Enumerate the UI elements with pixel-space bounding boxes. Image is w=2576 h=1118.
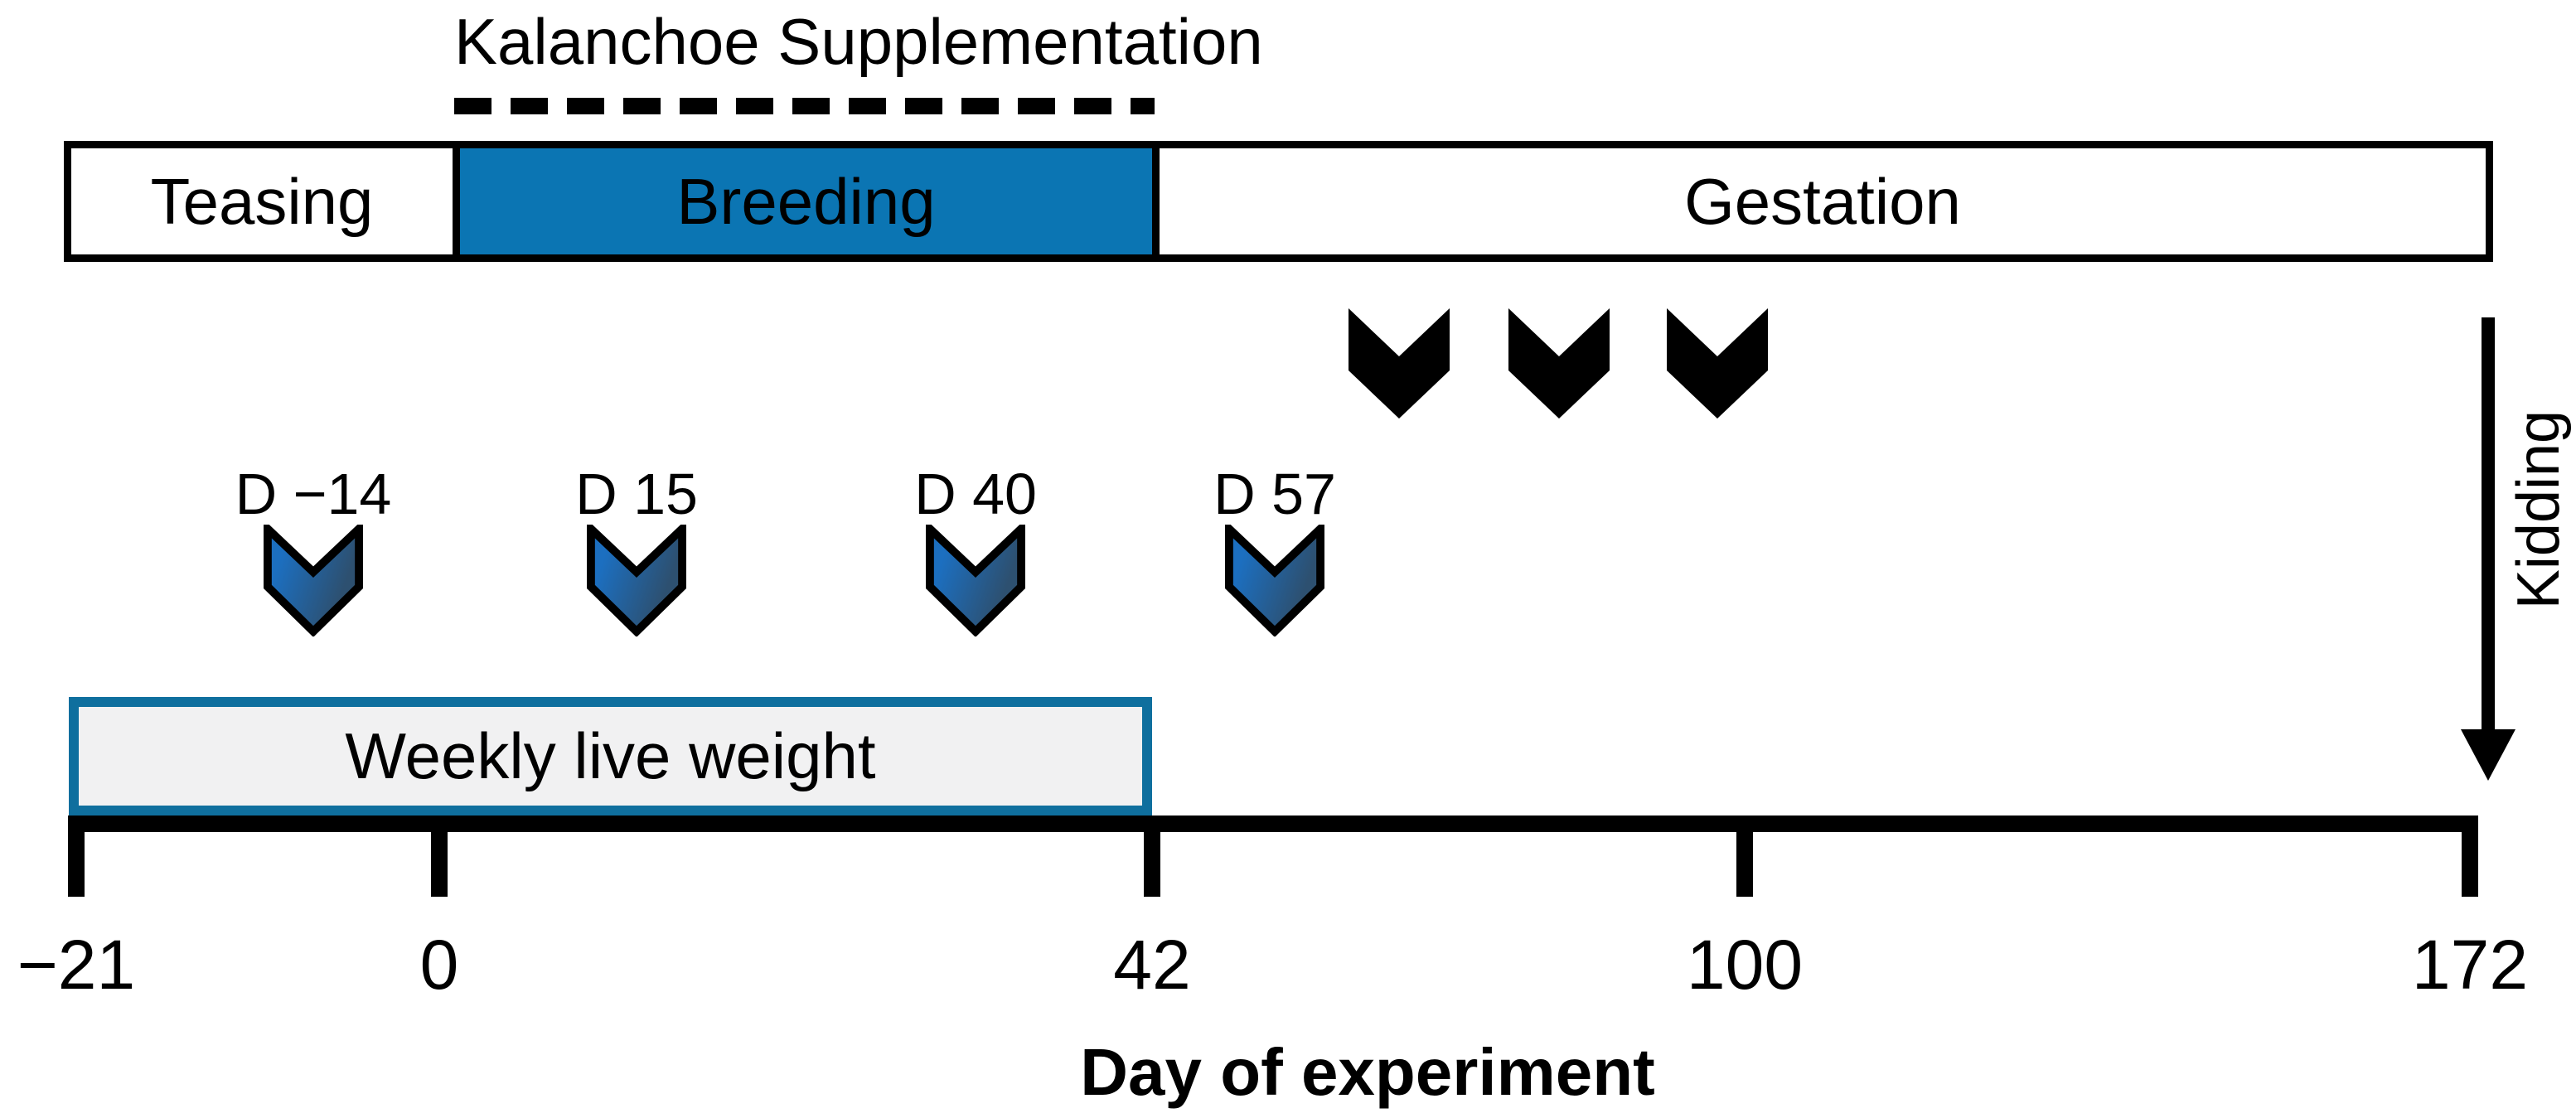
sampling-event-d15: D 15 bbox=[545, 464, 728, 636]
kidding-arrow-down-icon bbox=[2461, 729, 2515, 781]
day-axis-line bbox=[68, 816, 2478, 832]
phase-breeding: Breeding bbox=[453, 148, 1160, 254]
kalanchoe-supplementation-label: Kalanchoe Supplementation bbox=[454, 5, 1263, 78]
sampling-chevron-down-icon bbox=[264, 525, 363, 636]
axis-tick bbox=[1144, 832, 1160, 897]
axis-tick bbox=[1736, 832, 1753, 897]
axis-tick bbox=[2462, 832, 2478, 897]
phase-gestation-label: Gestation bbox=[1684, 164, 1961, 238]
sampling-event-d-14: D −14 bbox=[222, 464, 404, 636]
sampling-chevron-down-icon bbox=[1225, 525, 1324, 636]
weekly-live-weight-box: Weekly live weight bbox=[69, 697, 1152, 816]
sampling-event-label: D 15 bbox=[575, 462, 698, 526]
kidding-label: Kidding bbox=[2506, 409, 2572, 610]
axis-tick bbox=[68, 832, 85, 897]
sampling-chevron-down-icon bbox=[926, 525, 1025, 636]
sampling-chevron-down-icon bbox=[587, 525, 686, 636]
axis-tick-label: −21 bbox=[17, 926, 136, 1004]
sampling-event-label: D 40 bbox=[914, 462, 1037, 526]
weekly-live-weight-label: Weekly live weight bbox=[345, 719, 876, 792]
axis-tick-label: 42 bbox=[1113, 926, 1191, 1004]
phase-teasing-label: Teasing bbox=[150, 164, 374, 238]
kidding-arrow-shaft bbox=[2482, 317, 2495, 729]
phase-gestation: Gestation bbox=[1160, 148, 2486, 254]
gestation-marker-chevron-down-icon bbox=[1349, 308, 1450, 419]
kalanchoe-supplementation-dashed-line bbox=[454, 98, 1155, 114]
sampling-event-d40: D 40 bbox=[884, 464, 1067, 636]
gestation-marker-chevron-down-icon bbox=[1667, 308, 1768, 419]
axis-tick bbox=[431, 832, 448, 897]
axis-tick-label: 172 bbox=[2411, 926, 2529, 1004]
phase-teasing: Teasing bbox=[71, 148, 453, 254]
gestation-marker-chevron-down-icon bbox=[1508, 308, 1610, 419]
phase-bar: Teasing Breeding Gestation bbox=[64, 141, 2493, 262]
phase-breeding-label: Breeding bbox=[676, 164, 936, 238]
axis-tick-label: 100 bbox=[1686, 926, 1804, 1004]
sampling-event-label: D 57 bbox=[1213, 462, 1336, 526]
axis-title: Day of experiment bbox=[1080, 1035, 1655, 1109]
axis-tick-label: 0 bbox=[419, 926, 459, 1004]
sampling-event-label: D −14 bbox=[235, 462, 392, 526]
sampling-event-d57: D 57 bbox=[1184, 464, 1366, 636]
